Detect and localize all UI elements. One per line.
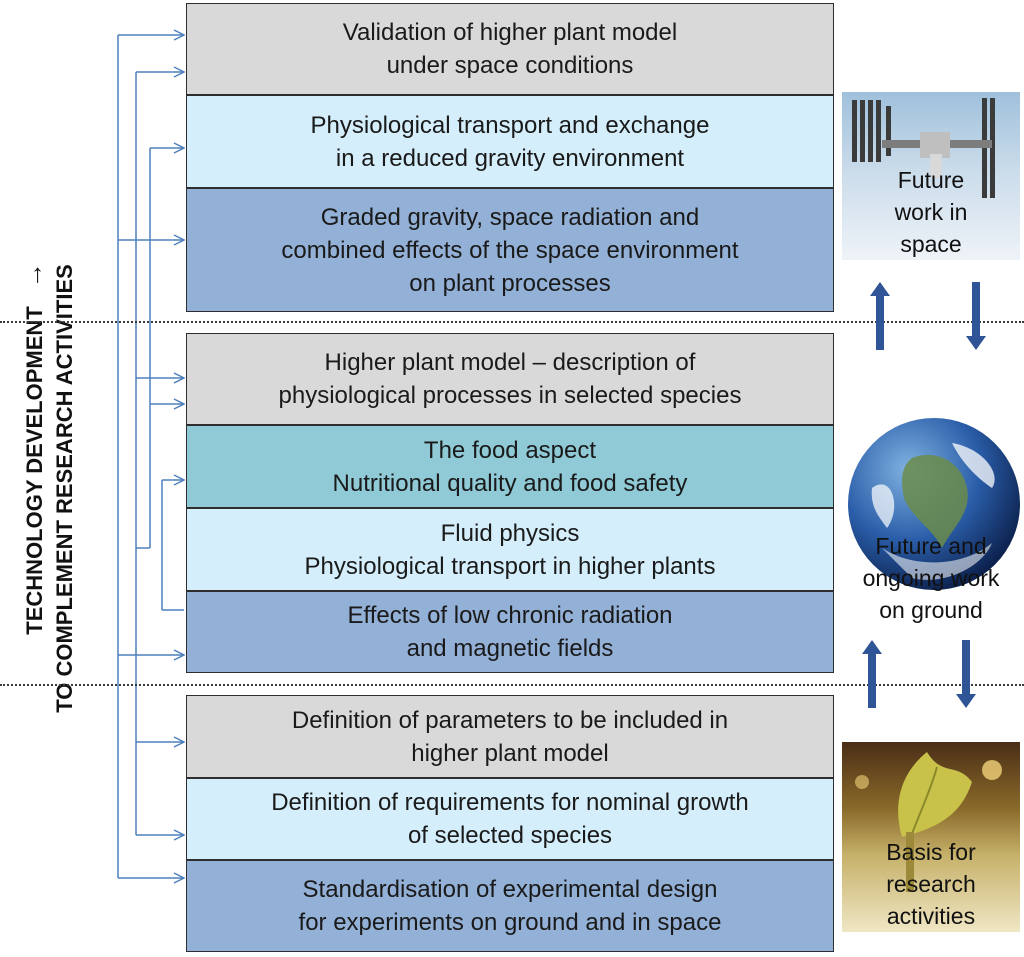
plant-image: Basis for research activities — [842, 742, 1020, 932]
down-arrow-icon — [956, 640, 976, 708]
box-definition-parameters: Definition of parameters to be included … — [186, 695, 834, 778]
box-chronic-radiation: Effects of low chronic radiation and mag… — [186, 591, 834, 673]
connector-lines — [117, 0, 190, 957]
basis-panel-caption: Basis for research activities — [886, 839, 976, 929]
down-arrow-icon — [966, 282, 986, 350]
box-validation-space: Validation of higher plant model under s… — [186, 3, 834, 95]
box-reduced-gravity-transport: Physiological transport and exchange in … — [186, 95, 834, 188]
earth-globe-icon — [848, 418, 1020, 590]
earth-image: Future and ongoing work on ground — [842, 418, 1020, 623]
box-standardisation: Standardisation of experimental design f… — [186, 860, 834, 952]
box-fluid-physics: Fluid physics Physiological transport in… — [186, 508, 834, 591]
plant-leaf-icon — [855, 752, 1002, 892]
space-station-icon — [852, 98, 995, 198]
box-higher-plant-model: Higher plant model – description of phys… — [186, 333, 834, 425]
updown-arrows-bottom — [862, 640, 976, 708]
up-arrow-icon — [870, 282, 890, 350]
box-food-aspect: The food aspect Nutritional quality and … — [186, 425, 834, 508]
space-panel-caption: Future work in space — [894, 167, 968, 257]
section-divider-bottom — [0, 684, 1024, 686]
box-graded-gravity: Graded gravity, space radiation and comb… — [186, 188, 834, 312]
ground-panel-caption: Future and ongoing work on ground — [862, 533, 1000, 623]
up-arrow-icon — [862, 640, 882, 708]
section-divider-top — [0, 321, 1024, 323]
space-station-image: Future work in space — [842, 92, 1020, 260]
updown-arrows-top — [870, 282, 986, 350]
box-nominal-growth: Definition of requirements for nominal g… — [186, 778, 834, 860]
